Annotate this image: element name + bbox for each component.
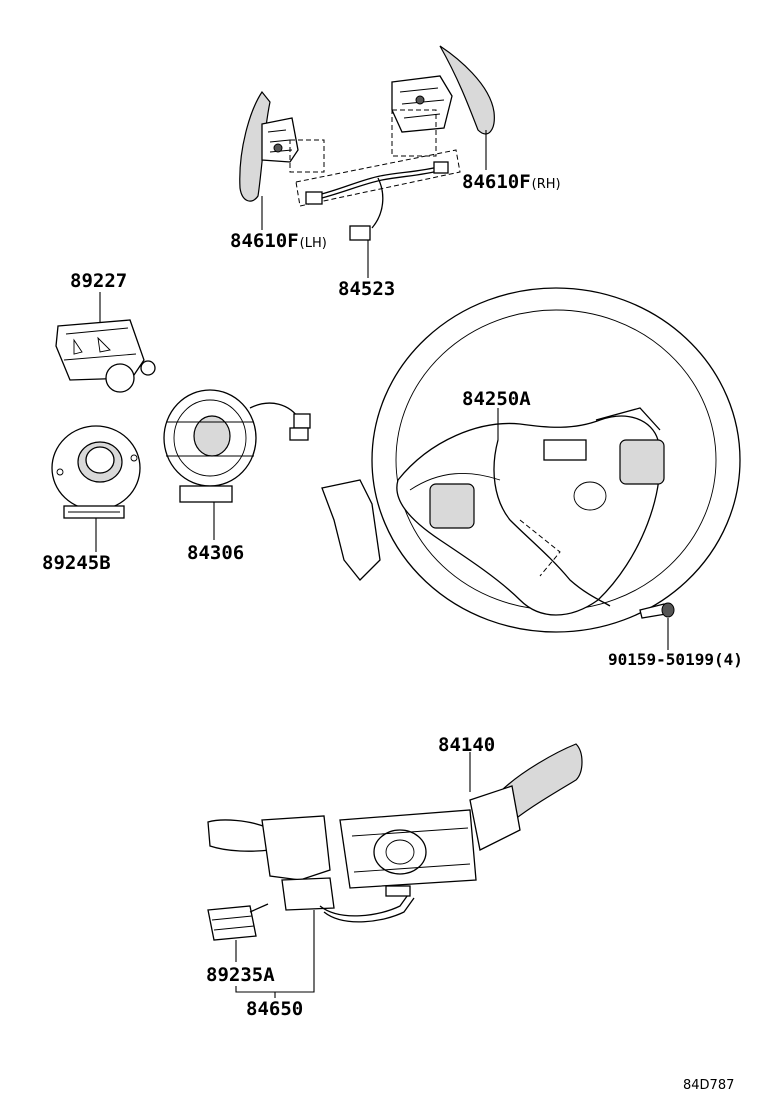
sensor-89227-part: [55, 319, 156, 393]
label-89245b: 89245B: [42, 552, 111, 574]
paddle-switch-rh-part: [391, 45, 495, 157]
label-84610f-lh: 84610F(LH): [230, 232, 327, 251]
steering-wheel-part: [321, 287, 741, 633]
spiral-cable-part: [163, 389, 311, 503]
combination-switch-part: [207, 743, 583, 923]
diagram-code: 84D787: [683, 1078, 735, 1093]
label-84250a: 84250A: [462, 388, 531, 410]
label-84306: 84306: [187, 542, 245, 564]
bolt-part: [639, 602, 675, 619]
part-number: 84610F: [230, 230, 299, 252]
label-90159-50199: 90159-50199(4): [608, 650, 743, 669]
sensor-89235a-part: [207, 903, 269, 941]
label-84523: 84523: [338, 278, 396, 300]
leader-lines: [95, 130, 669, 998]
steering-sensor-part: [51, 425, 141, 519]
paddle-switch-lh-part: [239, 90, 325, 202]
label-89227: 89227: [70, 270, 128, 292]
part-number: 84610F: [462, 171, 531, 193]
label-84610f-rh: 84610F(RH): [462, 173, 561, 192]
side-suffix: (RH): [531, 177, 561, 192]
label-89235a: 89235A: [206, 964, 275, 986]
wire-harness-part: [295, 149, 461, 241]
label-84140: 84140: [438, 734, 496, 756]
label-84650: 84650: [246, 998, 304, 1020]
side-suffix: (LH): [299, 236, 327, 251]
